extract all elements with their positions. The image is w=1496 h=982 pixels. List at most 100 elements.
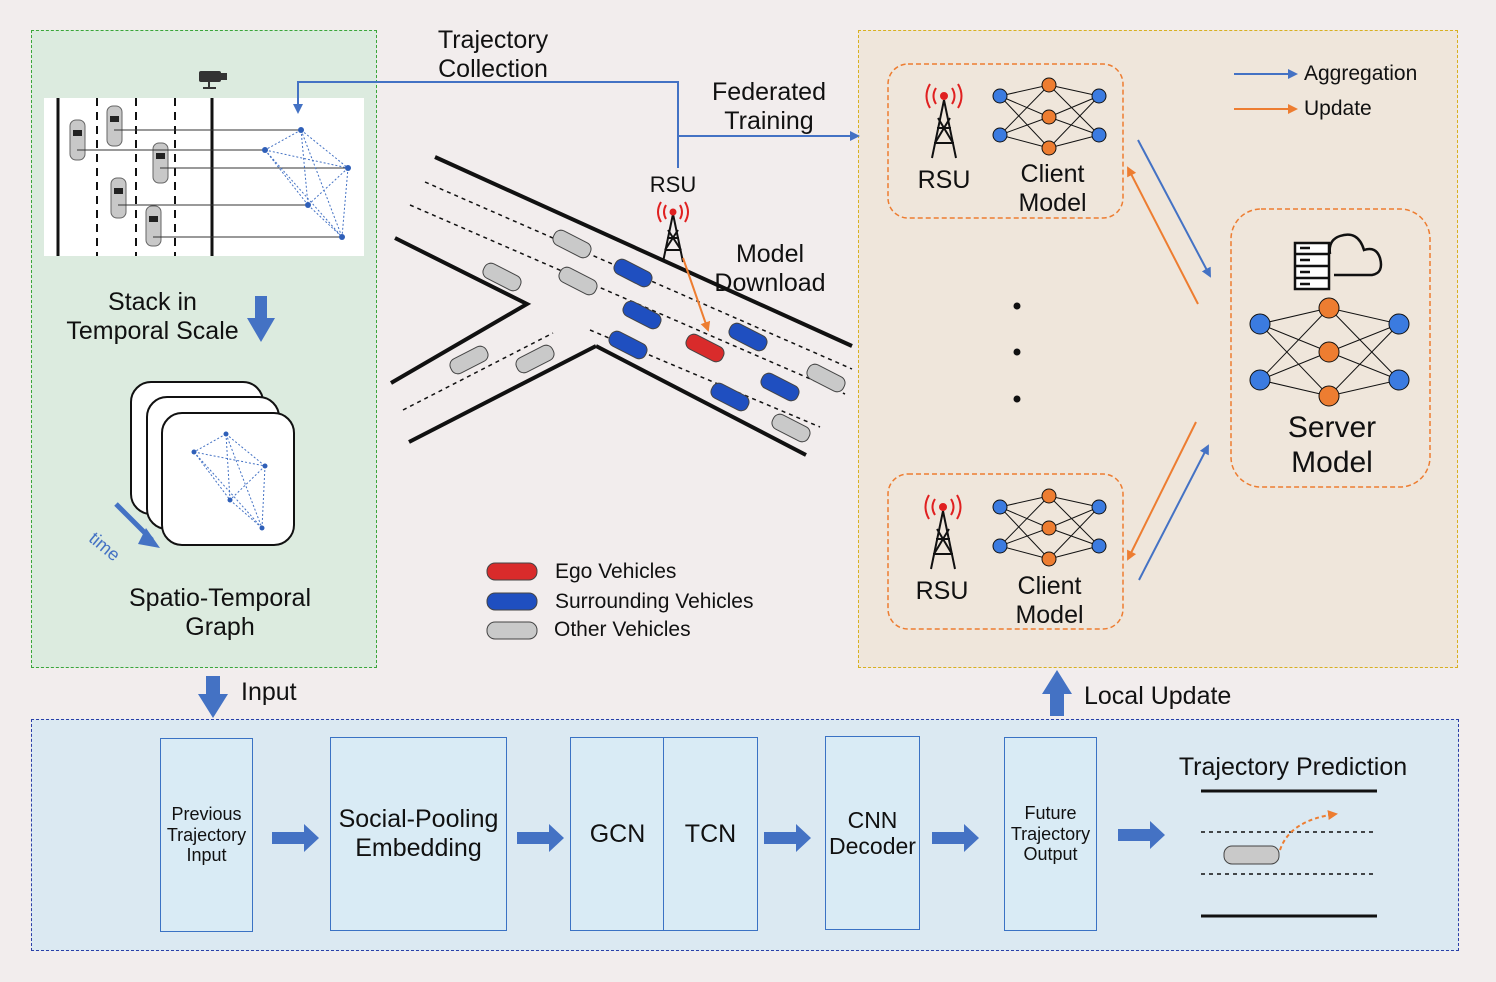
stacked-graphs [114, 381, 295, 548]
trajectory-collection-arrow [293, 81, 679, 168]
cnn-line2: Decoder [829, 833, 916, 859]
graph-label-line2: Graph [185, 612, 255, 641]
server-line2: Model [1291, 445, 1373, 479]
trajectory-prediction-road [1201, 789, 1377, 918]
tcn-label: TCN [684, 819, 737, 848]
pipeline-arrow [764, 824, 811, 852]
client-top-box [887, 63, 1124, 219]
center-rsu-label: RSU [649, 172, 697, 197]
stack-label: Stack in Temporal Scale [55, 288, 250, 346]
pipeline-arrows [272, 821, 1165, 852]
future-line3: Output [1023, 844, 1078, 865]
server-line1: Server [1287, 411, 1377, 444]
aggregation-arrow-top [1137, 139, 1211, 278]
trajectory-prediction-title: Trajectory Prediction [1178, 753, 1408, 781]
model-download-label: Model Download [700, 240, 840, 298]
server-model-label: Server Model [1262, 411, 1402, 480]
surrounding-vehicle-icon [613, 258, 653, 288]
rsu-tower-icon [657, 201, 689, 263]
federated-training-line2: Training [724, 106, 814, 135]
rsu-tower-icon [925, 83, 963, 159]
other-vehicle-icon [806, 363, 846, 393]
graph-label-line1: Spatio-Temporal [128, 584, 312, 612]
graph-label: Spatio-Temporal Graph [100, 584, 340, 642]
stack-label-line1: Stack in [108, 288, 197, 316]
car-icon [145, 205, 162, 247]
client-bottom-box [887, 473, 1124, 630]
other-vehicle-icon [558, 266, 598, 296]
previous-line3: Input [186, 845, 227, 866]
car-icon [106, 105, 123, 147]
previous-line2: Trajectory [166, 824, 247, 845]
future-line1: Future [1024, 802, 1077, 823]
client-top-model-line1: Client [1020, 160, 1085, 188]
model-download-arrow [682, 257, 711, 332]
car-icon [69, 119, 86, 161]
ego-legend-car-icon [486, 562, 538, 581]
model-download-line1: Model [735, 240, 805, 268]
future-line2: Trajectory [1010, 823, 1091, 844]
gcn-box: GCN [570, 737, 665, 931]
trajectory-collection-label: Trajectory Collection [418, 26, 568, 84]
client-top-model-line2: Model [1018, 188, 1087, 217]
federated-training-label: Federated Training [694, 78, 844, 136]
gcn-label: GCN [589, 819, 646, 848]
road-intersection [389, 155, 853, 457]
stack-down-arrow [247, 296, 275, 342]
model-download-line2: Download [714, 268, 826, 297]
surrounding-vehicle-icon [608, 330, 648, 360]
pipeline-arrow [272, 824, 319, 852]
predicted-car-icon [1223, 845, 1280, 865]
input-arrow [198, 676, 228, 718]
client-top-network-icon [992, 77, 1107, 156]
federated-training-line1: Federated [712, 78, 826, 106]
car-icon [110, 177, 127, 219]
cnn-line1: CNN [847, 806, 898, 833]
road-overview-image [44, 98, 364, 256]
vehicles [449, 229, 846, 443]
previous-line1: Previous [171, 803, 242, 824]
server-network-icon [1249, 297, 1410, 407]
client-bottom-network-icon [992, 488, 1107, 567]
update-arrow-bottom [1127, 421, 1197, 561]
client-top-model-label: Client Model [995, 160, 1110, 218]
aggregation-legend-label: Aggregation [1304, 62, 1418, 85]
car-icon [152, 142, 169, 184]
client-bottom-model-line2: Model [1015, 600, 1084, 629]
legend-surrounding: Surrounding Vehicles [555, 590, 754, 613]
stack-label-line2: Temporal Scale [66, 316, 239, 345]
legend-swatches [486, 562, 538, 640]
more-clients-ellipsis [1013, 302, 1021, 403]
other-vehicle-icon [552, 229, 592, 259]
update-legend-label: Update [1304, 97, 1372, 120]
aggregation-arrow-bottom [1138, 444, 1209, 581]
surrounding-vehicle-icon [760, 372, 800, 402]
other-vehicle-icon [515, 344, 555, 374]
update-arrow-top [1127, 166, 1199, 305]
pipeline-arrow [517, 824, 564, 852]
client-top-rsu-label: RSU [917, 166, 971, 194]
other-vehicle-icon [482, 262, 522, 292]
other-legend-car-icon [486, 621, 538, 640]
trajectory-collection-line1: Trajectory [437, 26, 549, 54]
pipeline-arrow [1118, 821, 1165, 849]
legend-ego: Ego Vehicles [555, 560, 677, 583]
social-line1: Social-Pooling [338, 805, 499, 834]
surrounding-legend-car-icon [486, 592, 538, 611]
client-bottom-model-label: Client Model [992, 572, 1107, 630]
tcn-box: TCN [663, 737, 758, 931]
other-vehicle-icon [449, 345, 489, 375]
surrounding-vehicle-icon [622, 300, 662, 330]
other-vehicle-icon [771, 413, 811, 443]
local-update-arrow [1042, 670, 1072, 716]
camera-icon [199, 71, 227, 89]
ego-vehicle-icon [685, 333, 725, 363]
surrounding-vehicle-icon [710, 382, 750, 412]
pipeline-arrow [932, 824, 979, 852]
federated-learning-panel [858, 30, 1458, 668]
server-cloud-icon [1293, 233, 1383, 291]
